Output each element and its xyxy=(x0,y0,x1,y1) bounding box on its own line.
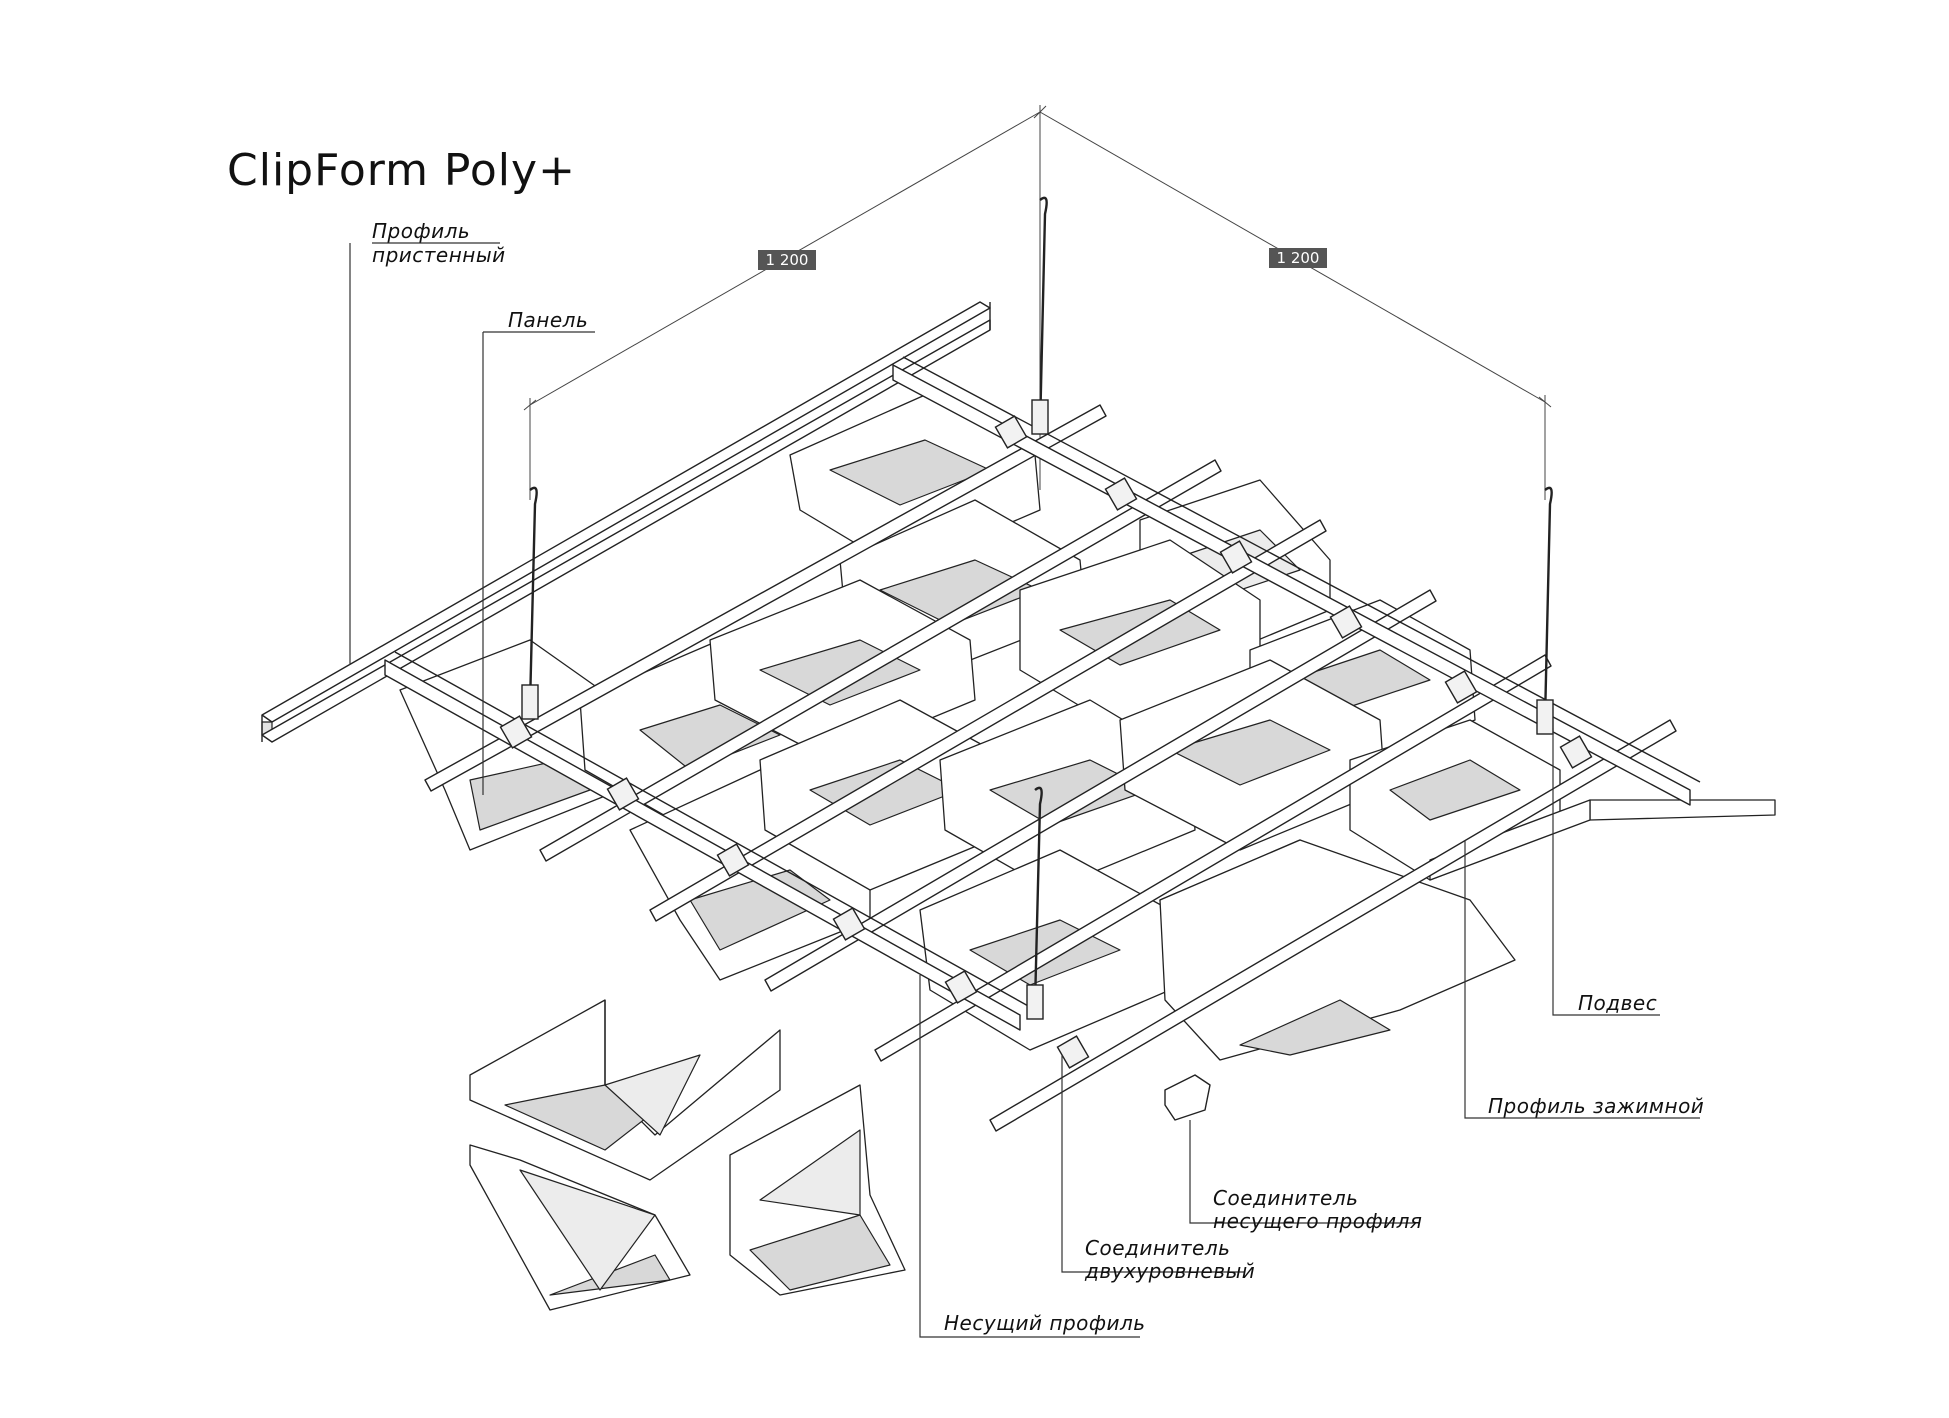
labels: Профиль пристенный Панель Подвес Профиль… xyxy=(372,219,1704,1335)
label-panel: Панель xyxy=(508,308,588,332)
svg-text:1 200: 1 200 xyxy=(766,251,809,269)
label-clamp-profile: Профиль зажимной xyxy=(1488,1094,1704,1118)
label-wall-profile-2: пристенный xyxy=(372,243,506,267)
panel-detail-a xyxy=(469,999,781,1181)
label-twolevel-connector-2: двухуровневый xyxy=(1084,1259,1255,1283)
dimension-badge-right: 1 200 xyxy=(1269,248,1327,268)
clamp-profiles xyxy=(424,404,1677,1132)
dimension-lines: 1 200 1 200 xyxy=(523,105,1552,500)
leader-lines xyxy=(349,242,1700,1338)
label-main-connector-1: Соединитель xyxy=(1213,1186,1358,1210)
dimension-badge-left: 1 200 xyxy=(758,250,816,270)
wall-profile xyxy=(261,301,991,743)
panel-detail-c xyxy=(729,1084,906,1296)
panel-detail-b xyxy=(469,1144,691,1311)
connectors xyxy=(499,415,1593,1069)
svg-text:1 200: 1 200 xyxy=(1277,249,1320,267)
label-twolevel-connector-1: Соединитель xyxy=(1085,1236,1230,1260)
label-main-connector-2: несущего профиля xyxy=(1213,1209,1422,1233)
label-wall-profile-1: Профиль xyxy=(372,219,470,243)
label-main-profile: Несущий профиль xyxy=(944,1311,1146,1335)
diagram-title: ClipForm Poly+ xyxy=(227,145,576,196)
hangers xyxy=(521,196,1554,1020)
label-hanger: Подвес xyxy=(1578,991,1657,1015)
main-profiles xyxy=(384,356,1701,1121)
